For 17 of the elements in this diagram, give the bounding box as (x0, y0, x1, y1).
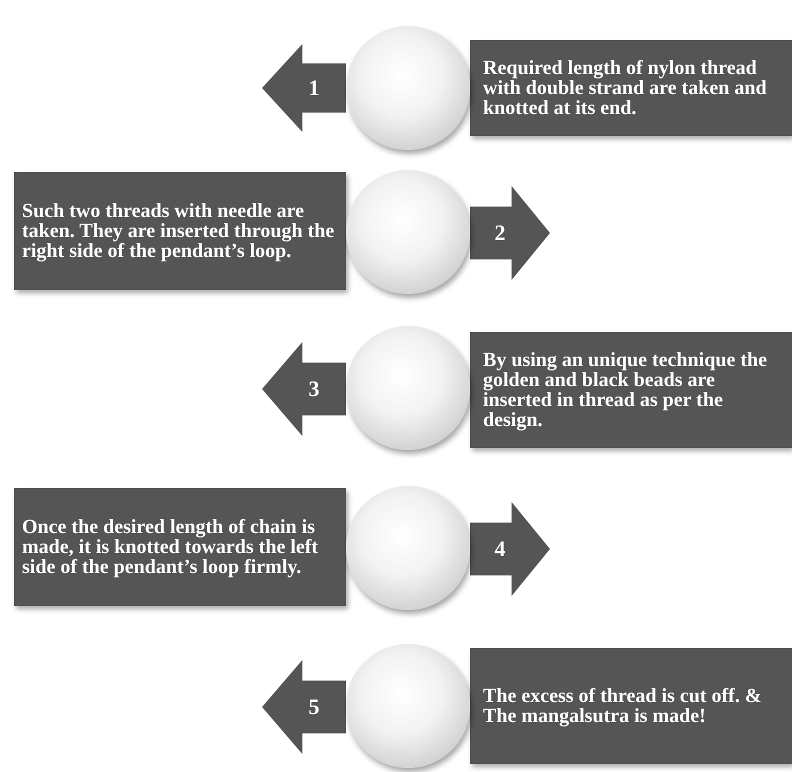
step-panel (470, 40, 792, 136)
step-number: 4 (494, 536, 506, 562)
step-text: The excess of thread is cut off. & The mangalsutra is made! (483, 686, 762, 726)
step-panel (470, 648, 792, 764)
step-text: By using an unique technique the golden and black beads are inserted in thread as per the design. (483, 350, 768, 430)
step-text: Once the desired length of chain is made, it is knotted towards the left side of the pendant’s loop firmly. (22, 517, 320, 577)
step-number: 5 (308, 694, 320, 720)
step-text: Required length of nylon thread with double strand are taken and knotted at its end. (483, 58, 768, 118)
step-number: 2 (494, 220, 506, 246)
step-text: Such two threads with needle are taken. They are inserted through the right side of the pendant’s loop. (22, 201, 336, 261)
step-panel (14, 488, 346, 606)
step-panel (470, 332, 792, 448)
sphere (346, 170, 470, 294)
step-panel (14, 172, 346, 290)
step-number: 1 (308, 75, 320, 101)
step-number: 3 (308, 376, 320, 402)
sphere (346, 486, 470, 610)
